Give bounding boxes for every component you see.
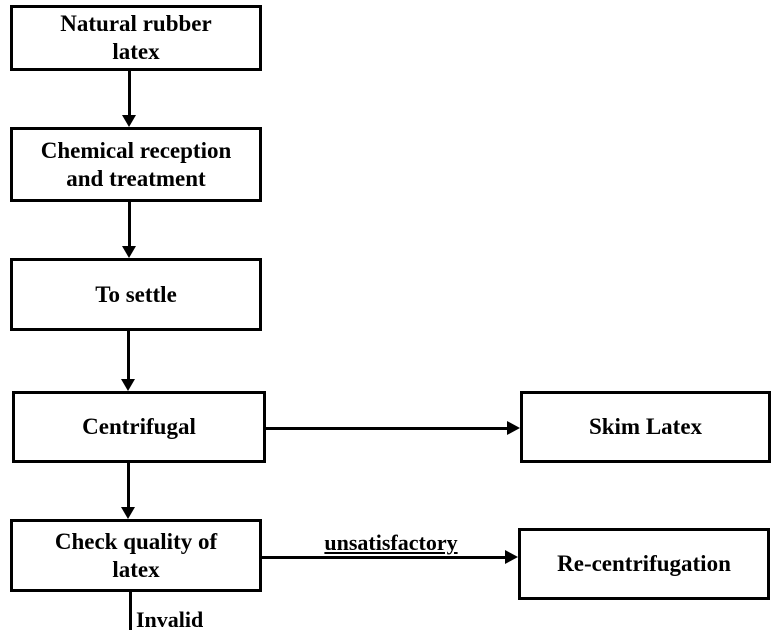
edge-line xyxy=(129,592,132,630)
node-label-line: Check quality of xyxy=(54,528,218,554)
edge-label-invalid: Invalid xyxy=(136,607,204,630)
node-label-line: Natural rubber xyxy=(60,11,212,36)
node-re-centrifugation: Re-centrifugation xyxy=(518,528,770,600)
node-label-line: Chemical reception xyxy=(40,137,232,163)
edge-line xyxy=(262,556,505,559)
node-to-settle: To settle xyxy=(10,258,262,331)
arrow-down-icon xyxy=(122,115,136,127)
edge-line xyxy=(128,202,131,246)
node-chemical-reception-and-treatment: Chemical reception and treatment xyxy=(10,127,262,202)
node-label-line: latex xyxy=(112,39,160,64)
arrow-right-icon xyxy=(505,550,518,564)
arrow-down-icon xyxy=(121,379,135,391)
arrow-down-icon xyxy=(121,507,135,519)
node-skim-latex: Skim Latex xyxy=(520,391,771,463)
node-check-quality-of-latex: Check quality of latex xyxy=(10,519,262,592)
edge-line xyxy=(127,331,130,379)
node-label-line: Re-centrifugation xyxy=(557,551,731,576)
node-label-line: latex xyxy=(112,556,160,582)
node-label-line: Skim Latex xyxy=(588,414,703,439)
node-label-line: Centrifugal xyxy=(82,414,196,439)
node-natural-rubber-latex: Natural rubber latex xyxy=(10,5,262,71)
node-label-line: and treatment xyxy=(66,165,206,191)
edge-line xyxy=(128,71,131,115)
edge-line xyxy=(266,427,507,430)
node-centrifugal: Centrifugal xyxy=(12,391,266,463)
arrow-down-icon xyxy=(122,246,136,258)
arrow-right-icon xyxy=(507,421,520,435)
edge-label-unsatisfactory: unsatisfactory xyxy=(324,530,458,555)
edge-line xyxy=(127,463,130,507)
node-label-line: To settle xyxy=(95,281,177,307)
